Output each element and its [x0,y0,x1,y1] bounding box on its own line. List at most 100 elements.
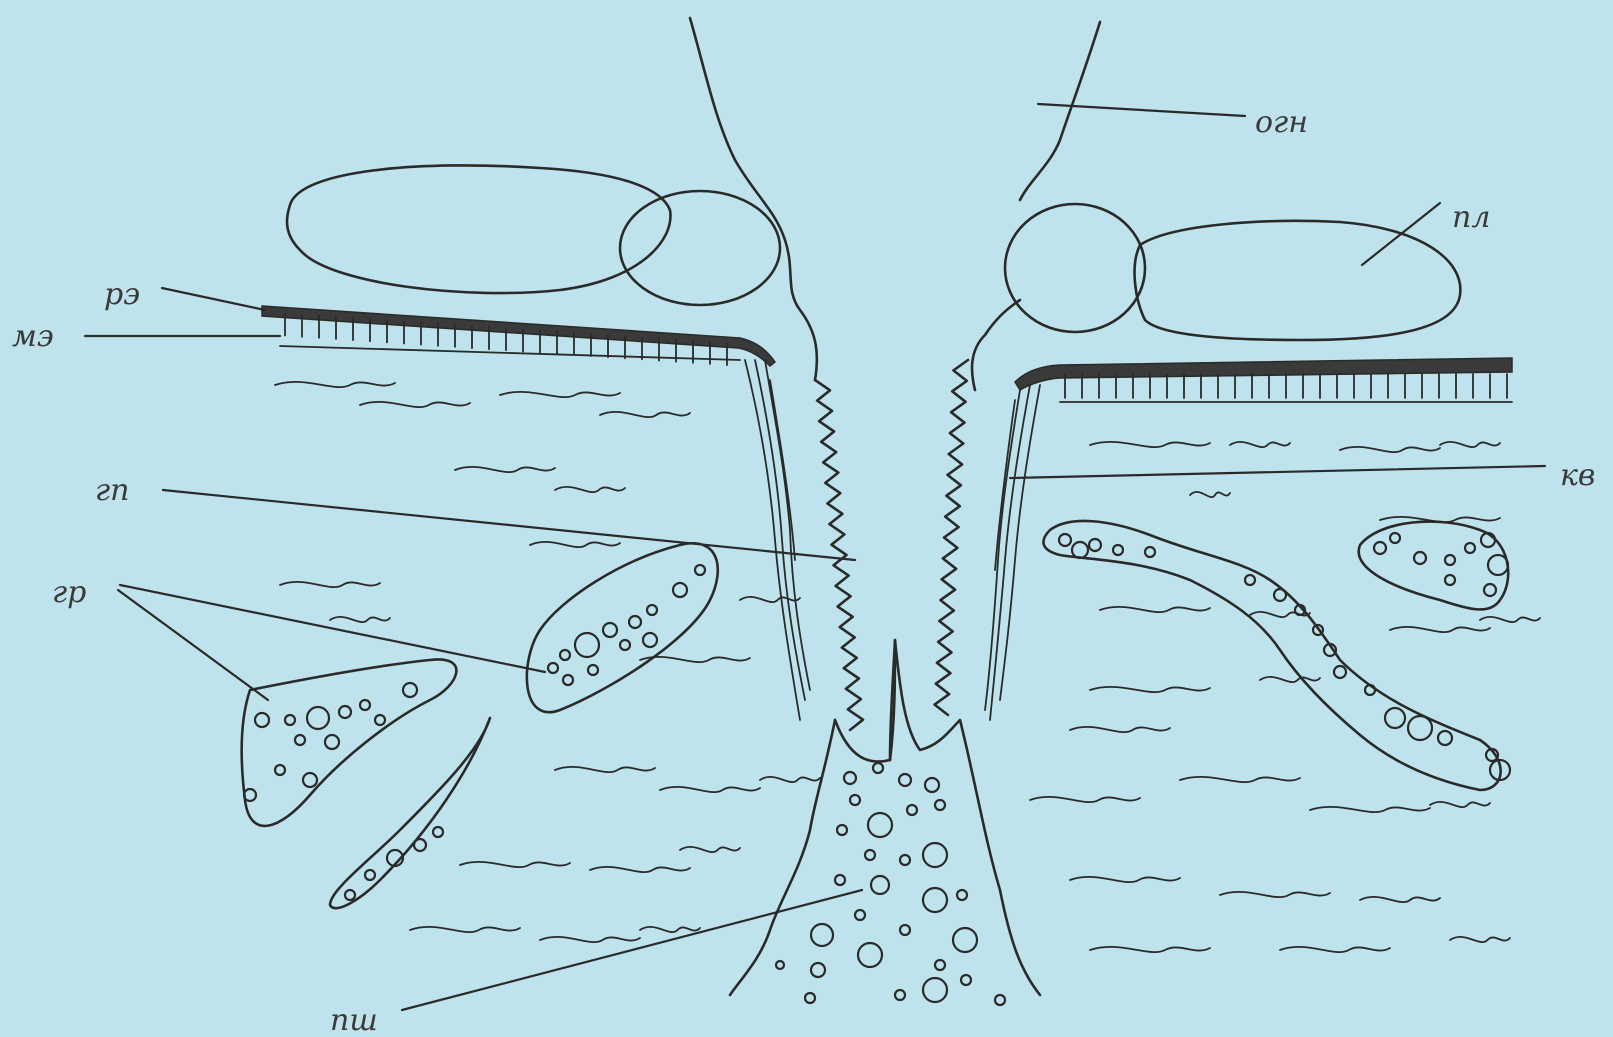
connective-fibre [455,467,555,472]
leader-pl [1362,203,1440,265]
cell-circle [895,990,905,1000]
cell-circle [837,825,847,835]
cell-circle [995,995,1005,1005]
connective-fibre [600,412,690,417]
cell-circle [1414,552,1426,564]
cell-circle [899,774,911,786]
cell-circle [1390,533,1400,543]
connective-fibre [1070,877,1180,882]
connective-fibre [1100,607,1210,612]
central-plug-cells [776,763,1005,1005]
cell-circle [375,715,385,725]
cell-circle [365,870,375,880]
cell-circle [325,735,339,749]
cell-circle [1274,589,1286,601]
cell-circle [643,633,657,647]
cell-circle [295,735,305,745]
label-gp: гп [95,473,129,508]
cell-circle [255,713,269,727]
cell-circle [907,805,917,815]
cell-circle [871,876,889,894]
cell-circle [873,763,883,773]
cell-circle [1445,555,1455,565]
cell-circle [629,616,641,628]
connective-fibre [555,767,655,772]
connective-fibre [555,487,625,492]
cell-circle [285,715,295,725]
cell-circle [935,800,945,810]
left-zigzag-border [815,380,863,730]
connective-fibre [1450,937,1510,942]
cell-circle [868,813,892,837]
cell-circle [1445,575,1455,585]
cell-circle [307,707,329,729]
cell-circle [923,843,947,867]
leader-gp [163,490,855,560]
gland-mid-left [527,543,718,712]
connective-fibre [1220,892,1330,897]
connective-fibre [1190,492,1230,497]
right-epithelium [1015,358,1512,402]
right-large-oval [1135,221,1461,340]
connective-fibre [1260,677,1320,682]
cell-circle [961,975,971,985]
connective-fibre [280,582,380,587]
label-pl: пл [1452,200,1490,235]
cell-circle [403,683,417,697]
connective-fibre [1380,517,1500,522]
connective-fibre [530,542,620,547]
cell-circle [811,924,833,946]
cell-circle [588,665,598,675]
connective-fibre [1180,777,1300,782]
gland-lower-left [242,659,457,825]
connective-fibre [1090,442,1210,447]
connective-fibre [1390,627,1490,632]
cell-circle [548,663,558,673]
cell-circle [1059,534,1071,546]
right-zigzag-border [935,360,968,715]
connective-fibre [460,862,570,867]
connective-fibre [275,382,395,387]
right-round-oval [1005,204,1145,332]
cell-circle [1438,731,1452,745]
connective-fibre [1090,947,1210,952]
gland-diagonal-strip [330,718,490,908]
connective-fibre [1440,442,1500,447]
gland-right-long [1043,521,1500,790]
connective-fibre [360,402,470,407]
cell-circle [647,605,657,615]
cell-circle [563,675,573,685]
connective-fibre [640,927,700,932]
left-vertical-fibres [745,360,810,720]
cell-circle [811,963,825,977]
cell-circle [953,928,977,952]
cell-circle [1465,543,1475,553]
cell-circle [275,765,285,775]
connective-fibre [540,937,640,942]
cell-circle [339,706,351,718]
cell-circle [414,839,426,851]
label-me: мэ [12,319,54,354]
cell-circle [303,773,317,787]
cell-circle [1089,539,1101,551]
cell-circle [560,650,570,660]
connective-fibre [1430,802,1490,807]
cell-circle [925,778,939,792]
cell-circle [923,978,947,1002]
leader-kv [1010,466,1545,478]
connective-fibre [590,867,690,872]
cell-circle [835,875,845,885]
cell-circle [855,910,865,920]
leader-re [162,288,265,310]
connective-fibre [680,847,740,852]
cell-circle [1245,575,1255,585]
cell-circle [1374,542,1386,554]
connective-fibre [1340,447,1440,452]
cell-circle [1484,584,1496,596]
connective-fibre [1480,617,1540,622]
cell-circle [850,795,860,805]
cell-circle [673,583,687,597]
left-epithelium [262,306,775,366]
